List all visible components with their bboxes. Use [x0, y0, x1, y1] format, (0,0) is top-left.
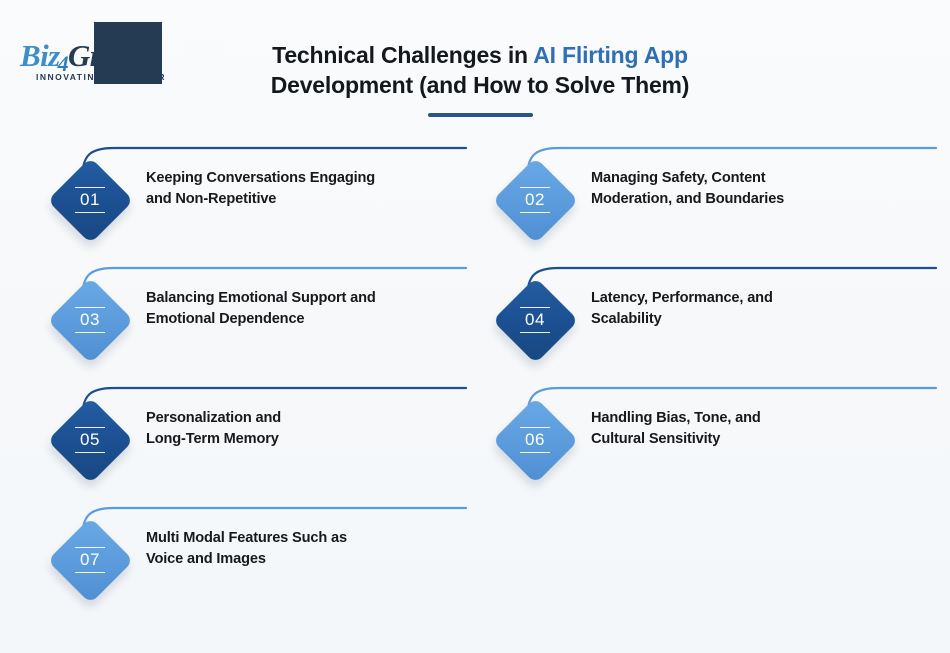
title-divider: [427, 113, 533, 117]
step-badge[interactable]: 04: [492, 277, 579, 364]
logo-mark-notch: [185, 39, 227, 75]
step-number-rule-bottom: [520, 452, 550, 454]
step-badge[interactable]: 02: [492, 157, 579, 244]
challenge-label: Latency, Performance, and Scalability: [591, 288, 921, 330]
step-number-value: 06: [525, 430, 545, 449]
step-badge[interactable]: 07: [47, 517, 134, 604]
page-title-accent: AI Flirting App: [533, 42, 688, 68]
challenge-row: 01 Keeping Conversations Engaging and Non…: [0, 140, 950, 260]
challenge-label: Managing Safety, Content Moderation, and…: [591, 168, 921, 210]
brand-logo: Biz4Group INNOVATING TOGETHER: [16, 18, 227, 92]
logo-wordmark: Biz4Group: [20, 38, 148, 76]
challenge-label-line-2: Long-Term Memory: [146, 431, 279, 447]
logo-tagline: INNOVATING TOGETHER: [36, 72, 167, 82]
challenge-item[interactable]: 04 Latency, Performance, and Scalability: [485, 260, 940, 380]
challenge-label-line-1: Latency, Performance, and: [591, 290, 773, 306]
challenge-label: Keeping Conversations Engaging and Non-R…: [146, 168, 476, 210]
challenge-label-line-1: Multi Modal Features Such as: [146, 530, 347, 546]
step-number: 05: [50, 400, 130, 480]
challenge-row: 03 Balancing Emotional Support and Emotio…: [0, 260, 950, 380]
challenge-label-line-1: Managing Safety, Content: [591, 170, 766, 186]
step-number-value: 07: [80, 550, 100, 569]
step-badge[interactable]: 06: [492, 397, 579, 484]
step-number-rule-top: [75, 546, 105, 548]
challenge-label-line-2: Voice and Images: [146, 551, 266, 567]
step-number-value: 01: [80, 190, 100, 209]
challenge-item[interactable]: 01 Keeping Conversations Engaging and Non…: [40, 140, 495, 260]
logo-word-biz: Biz: [20, 38, 60, 73]
challenge-label-line-2: and Non-Repetitive: [146, 191, 277, 207]
step-number-rule-bottom: [75, 452, 105, 454]
step-number-rule-bottom: [75, 212, 105, 214]
step-number-rule-top: [75, 186, 105, 188]
step-number-rule-bottom: [75, 572, 105, 574]
step-number: 04: [495, 280, 575, 360]
challenge-item[interactable]: 07 Multi Modal Features Such as Voice and…: [40, 500, 495, 620]
step-number: 06: [495, 400, 575, 480]
step-number-value: 04: [525, 310, 545, 329]
step-number-rule-top: [520, 186, 550, 188]
step-badge[interactable]: 05: [47, 397, 134, 484]
logo-mark-tail: [185, 39, 227, 45]
step-number-rule-top: [520, 426, 550, 428]
challenge-label-line-2: Moderation, and Boundaries: [591, 191, 785, 207]
page-title-line-1: Technical Challenges in AI Flirting App: [230, 40, 730, 70]
challenge-item[interactable]: 05 Personalization and Long-Term Memory: [40, 380, 495, 500]
challenge-label: Personalization and Long-Term Memory: [146, 408, 476, 450]
step-number: 03: [50, 280, 130, 360]
challenge-item[interactable]: 06 Handling Bias, Tone, and Cultural Sens…: [485, 380, 940, 500]
challenge-list: 01 Keeping Conversations Engaging and Non…: [0, 140, 950, 620]
step-number-value: 02: [525, 190, 545, 209]
step-number-rule-bottom: [75, 332, 105, 334]
challenge-label: Handling Bias, Tone, and Cultural Sensit…: [591, 408, 921, 450]
page-title-line-2: Development (and How to Solve Them): [270, 72, 690, 98]
logo-square-mark: [94, 22, 227, 84]
challenge-label-line-2: Emotional Dependence: [146, 311, 305, 327]
logo-word-four: 4: [57, 51, 69, 76]
challenge-row: 07 Multi Modal Features Such as Voice and…: [0, 500, 950, 620]
challenge-label-line-1: Balancing Emotional Support and: [146, 290, 376, 306]
step-number: 07: [50, 520, 130, 600]
challenge-label-line-2: Scalability: [591, 311, 662, 327]
step-badge[interactable]: 01: [47, 157, 134, 244]
page-title-plain: Technical Challenges in: [272, 42, 534, 68]
challenge-item[interactable]: 02 Managing Safety, Content Moderation, a…: [485, 140, 940, 260]
step-number-rule-top: [520, 306, 550, 308]
step-badge[interactable]: 03: [47, 277, 134, 364]
challenge-label: Balancing Emotional Support and Emotiona…: [146, 288, 476, 330]
challenge-label: Multi Modal Features Such as Voice and I…: [146, 528, 476, 570]
page-header: Biz4Group INNOVATING TOGETHER Technical …: [0, 0, 950, 130]
step-number-rule-top: [75, 426, 105, 428]
step-number: 02: [495, 160, 575, 240]
step-number-rule-bottom: [520, 332, 550, 334]
step-number-value: 03: [80, 310, 100, 329]
step-number-rule-top: [75, 306, 105, 308]
challenge-label-line-2: Cultural Sensitivity: [591, 431, 721, 447]
step-number-value: 05: [80, 430, 100, 449]
challenge-label-line-1: Personalization and: [146, 410, 282, 426]
step-number-rule-bottom: [520, 212, 550, 214]
challenge-label-line-1: Keeping Conversations Engaging: [146, 170, 376, 186]
challenge-item[interactable]: 03 Balancing Emotional Support and Emotio…: [40, 260, 495, 380]
page-title: Technical Challenges in AI Flirting App …: [230, 40, 730, 117]
step-number: 01: [50, 160, 130, 240]
logo-word-group: Group: [67, 38, 148, 73]
challenge-label-line-1: Handling Bias, Tone, and: [591, 410, 761, 426]
